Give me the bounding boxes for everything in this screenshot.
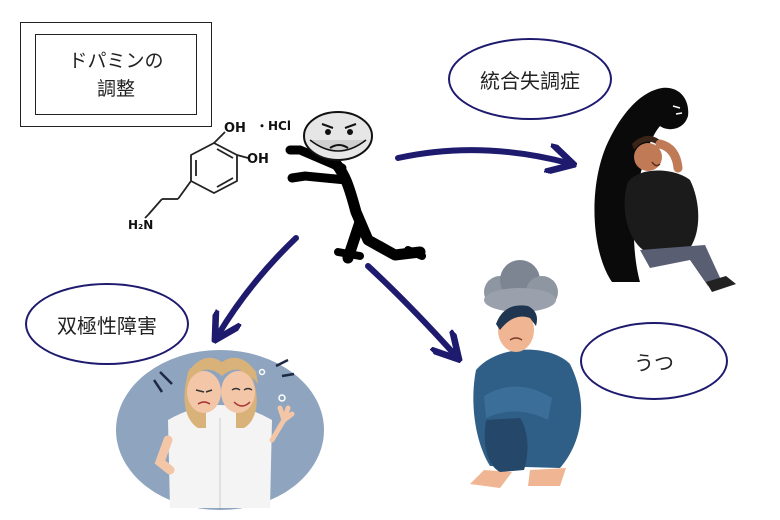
arrow-to-bipolar	[218, 235, 299, 335]
title-line-1: ドパミンの	[68, 49, 164, 72]
hcl-label: ・HCl	[256, 119, 291, 133]
depression-illustration	[470, 260, 582, 488]
oh-top-label: OH	[224, 121, 246, 136]
shadow-figure	[594, 87, 689, 283]
stick-figure	[285, 111, 426, 264]
arrow-to-depression	[365, 263, 455, 355]
depression-label: うつ	[634, 350, 674, 375]
schizophrenia-illustration	[594, 87, 736, 292]
bipolar-label: 双極性障害	[57, 313, 157, 338]
title-box: ドパミンの 調整	[20, 22, 212, 127]
man-sweater	[624, 170, 699, 252]
schizophrenia-label-oval: 統合失調症	[448, 38, 612, 120]
pill-head	[303, 111, 373, 161]
dopamine-molecule	[144, 131, 249, 219]
bipolar-label-oval: 双極性障害	[25, 283, 189, 365]
woman-face-happy	[221, 371, 255, 413]
title-line-2: 調整	[96, 77, 135, 100]
oh-bottom-label: OH	[247, 152, 269, 167]
depression-label-oval: うつ	[580, 322, 728, 400]
arrow-to-schizophrenia	[395, 150, 568, 163]
benzene-ring	[190, 141, 238, 195]
man-pants	[640, 245, 722, 286]
rain-cloud	[484, 260, 558, 312]
amine-label: H₂N	[128, 218, 153, 232]
bipolar-illustration	[116, 350, 324, 510]
title-inner-box: ドパミンの 調整	[35, 34, 197, 115]
man-face	[634, 143, 662, 171]
man-legs	[484, 418, 528, 472]
schizophrenia-label: 統合失調症	[480, 68, 580, 93]
man-feet	[470, 470, 512, 488]
